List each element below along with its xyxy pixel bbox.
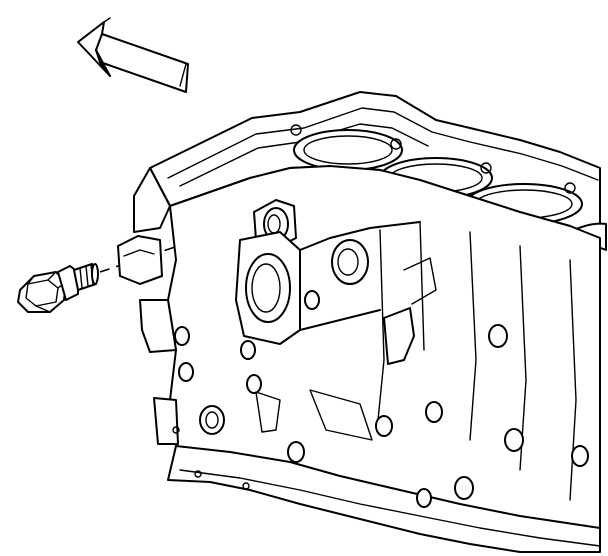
engine-block [117,91,607,553]
arrow-left-icon [77,17,189,93]
block-bolt-bosses [174,290,589,508]
front-main-bore [245,253,291,323]
sensor-plug-icon [17,263,99,313]
